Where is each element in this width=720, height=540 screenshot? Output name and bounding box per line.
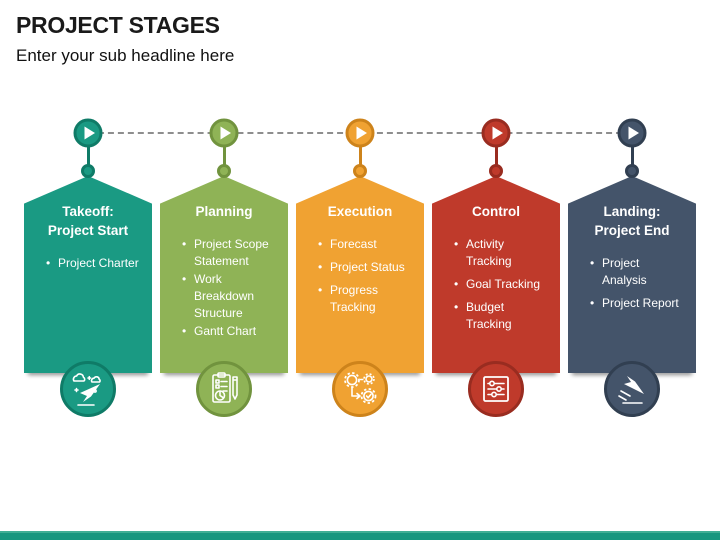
stage-column-landing: Landing: Project End • Project Analysis • Pr… [568, 0, 696, 430]
stage-bullet-item: • Project Scope Statement [182, 236, 278, 270]
bullet-dot: • [182, 272, 187, 286]
play-icon [73, 118, 103, 148]
slide-subtitle: Enter your sub headline here [16, 46, 235, 65]
stage-body: Execution • Forecast • Project Status • Progr… [296, 176, 424, 373]
bullet-dot: • [318, 237, 323, 251]
stage-peak-knob [625, 164, 639, 178]
stage-bullet-item: • Gantt Chart [182, 323, 278, 340]
stage-bullet-list: • Activity Tracking • Goal Tracking • Budget … [432, 236, 560, 333]
bullet-text: Project Status [330, 260, 405, 274]
stage-bullet-item: • Project Report [590, 295, 686, 312]
bullet-dot: • [454, 237, 459, 251]
stage-bullet-list: • Project Scope Statement • Work Breakdown … [160, 236, 288, 340]
play-icon [617, 118, 647, 148]
stage-title: Planning [160, 202, 288, 221]
marker-stem [630, 146, 634, 168]
stage-bullet-item: • Forecast [318, 236, 414, 253]
stage-title-line: Control [472, 204, 520, 219]
gears-workflow-icon [332, 361, 388, 417]
stage-bullet-item: • Work Breakdown Structure [182, 271, 278, 322]
bullet-text: Progress Tracking [330, 283, 379, 314]
stage-body: Control • Activity Tracking • Goal Tracking… [432, 176, 560, 373]
stage-bullet-list: • Project Charter [24, 255, 152, 272]
bullet-text: Project Analysis [602, 256, 647, 287]
marker-stem [86, 146, 90, 168]
bullet-dot: • [182, 237, 187, 251]
stage-bullet-item: • Project Status [318, 259, 414, 276]
stage-peak-knob [81, 164, 95, 178]
stage-bullet-item: • Goal Tracking [454, 276, 550, 293]
slide-title: PROJECT STAGES [16, 12, 220, 38]
marker-stem [358, 146, 362, 168]
bullet-dot: • [590, 296, 595, 310]
stage-title-line: Landing: [603, 204, 661, 219]
stage-title: Landing: Project End [568, 202, 696, 240]
stage-title: Execution [296, 202, 424, 221]
bullet-text: Project Charter [58, 256, 139, 270]
sliders-icon [468, 361, 524, 417]
clipboard-pencil-icon [196, 361, 252, 417]
stage-title-line: Planning [195, 204, 253, 219]
marker-stem [494, 146, 498, 168]
bullet-dot: • [590, 256, 595, 270]
bullet-text: Activity Tracking [466, 237, 512, 268]
plane-takeoff-icon [60, 361, 116, 417]
bullet-dot: • [454, 277, 459, 291]
stage-bullet-item: • Progress Tracking [318, 282, 414, 316]
bullet-dot: • [318, 283, 323, 297]
stage-column-takeoff: Takeoff: Project Start • Project Charter [24, 0, 152, 430]
stage-bullet-item: • Project Charter [46, 255, 142, 272]
bullet-dot: • [182, 324, 187, 338]
stage-title-line: Takeoff: [62, 204, 114, 219]
marker-stem [222, 146, 226, 168]
stage-column-control: Control • Activity Tracking • Goal Tracking… [432, 0, 560, 430]
plane-landing-icon [604, 361, 660, 417]
bullet-text: Work Breakdown Structure [194, 272, 255, 320]
stage-title-line: Execution [327, 204, 393, 219]
bullet-dot: • [46, 256, 51, 270]
bullet-text: Project Report [602, 296, 679, 310]
bullet-text: Goal Tracking [466, 277, 541, 291]
stage-title-line: Project Start [47, 223, 129, 238]
stage-bullet-item: • Budget Tracking [454, 299, 550, 333]
bullet-dot: • [318, 260, 323, 274]
stage-title: Control [432, 202, 560, 221]
stage-peak-knob [489, 164, 503, 178]
stage-bullet-item: • Activity Tracking [454, 236, 550, 270]
stage-body: Landing: Project End • Project Analysis • Pr… [568, 176, 696, 373]
bullet-text: Budget Tracking [466, 300, 512, 331]
play-icon [481, 118, 511, 148]
bottom-accent-bar [0, 531, 720, 540]
stage-peak-knob [217, 164, 231, 178]
bullet-text: Gantt Chart [194, 324, 257, 338]
play-icon [345, 118, 375, 148]
stage-title: Takeoff: Project Start [24, 202, 152, 240]
stage-column-execution: Execution • Forecast • Project Status • Progr… [296, 0, 424, 430]
bullet-dot: • [454, 300, 459, 314]
stage-bullet-list: • Project Analysis • Project Report [568, 255, 696, 312]
stage-body: Planning • Project Scope Statement • Work B… [160, 176, 288, 373]
stage-title-line: Project End [594, 223, 670, 238]
stage-bullet-item: • Project Analysis [590, 255, 686, 289]
stage-peak-knob [353, 164, 367, 178]
stage-bullet-list: • Forecast • Project Status • Progress Tracki… [296, 236, 424, 316]
bullet-text: Forecast [330, 237, 377, 251]
bullet-text: Project Scope Statement [194, 237, 269, 268]
play-icon [209, 118, 239, 148]
stage-body: Takeoff: Project Start • Project Charter [24, 176, 152, 373]
stage-column-planning: Planning • Project Scope Statement • Work B… [160, 0, 288, 430]
